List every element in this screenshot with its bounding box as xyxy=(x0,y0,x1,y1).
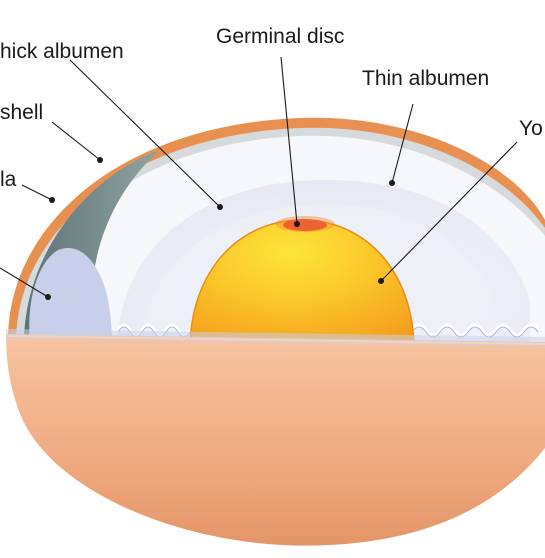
leader-thin-albumen xyxy=(391,103,414,184)
leader-chalaza xyxy=(21,184,53,201)
germinal-disc xyxy=(283,219,327,231)
label-yolk: Yo xyxy=(519,117,543,140)
chalaza xyxy=(29,248,112,346)
label-shell: shell xyxy=(0,101,44,124)
pointer-dot-shell xyxy=(97,157,103,163)
pointer-dot-yolk xyxy=(378,278,384,284)
leader-thick-albumen xyxy=(69,59,221,208)
shell-cut-face xyxy=(6,334,545,546)
pointer-dot-thick-albumen xyxy=(217,204,223,210)
leader-lines xyxy=(0,56,518,300)
shell-cut-rim xyxy=(5,329,545,347)
yolk xyxy=(190,220,414,350)
chalaza-cord-right xyxy=(410,323,540,337)
label-germinal-disc: Germinal disc xyxy=(216,25,345,48)
germinal-disc-halo xyxy=(275,216,335,232)
leader-shell xyxy=(51,121,101,161)
pointer-dot-thin-albumen xyxy=(389,180,395,186)
label-thick-albumen: hick albumen xyxy=(0,40,124,63)
shell-cut-edge xyxy=(5,335,545,345)
pointer-dot-air-cell xyxy=(45,294,51,300)
label-thin-albumen: Thin albumen xyxy=(362,67,490,90)
leader-germinal-disc xyxy=(280,56,298,225)
leader-yolk xyxy=(380,141,518,282)
leader-air-cell xyxy=(0,267,49,298)
pointer-dot-chalaza xyxy=(49,197,55,203)
label-chalaza: la xyxy=(0,168,17,191)
chalaza-cord-left xyxy=(116,323,192,337)
pointer-dot-germinal-disc xyxy=(294,221,300,227)
